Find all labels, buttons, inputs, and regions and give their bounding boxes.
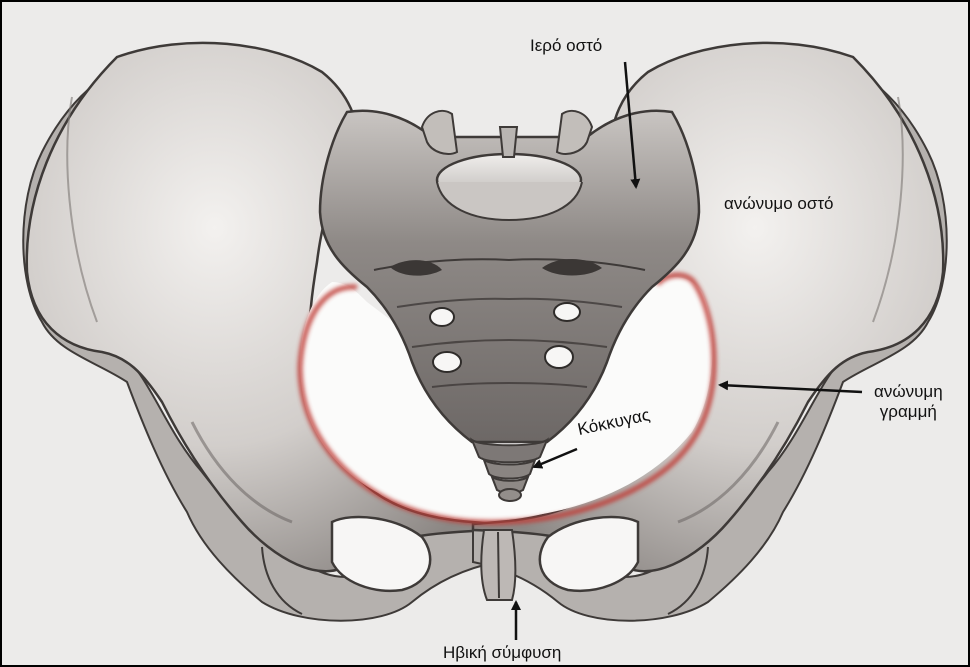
innominate-bone-label: ανώνυμο οστό	[724, 194, 834, 214]
innominate-line-label-line2: γραμμή	[874, 402, 943, 422]
pubic-symphysis	[481, 530, 515, 600]
sacrum-label: Ιερό οστό	[530, 36, 602, 56]
pubic-symphysis-label: Ηβική σύμφυση	[443, 643, 561, 663]
innominate-line-label: ανώνυμη γραμμή	[874, 382, 943, 422]
innominate-line-label-line1: ανώνυμη	[874, 382, 943, 402]
